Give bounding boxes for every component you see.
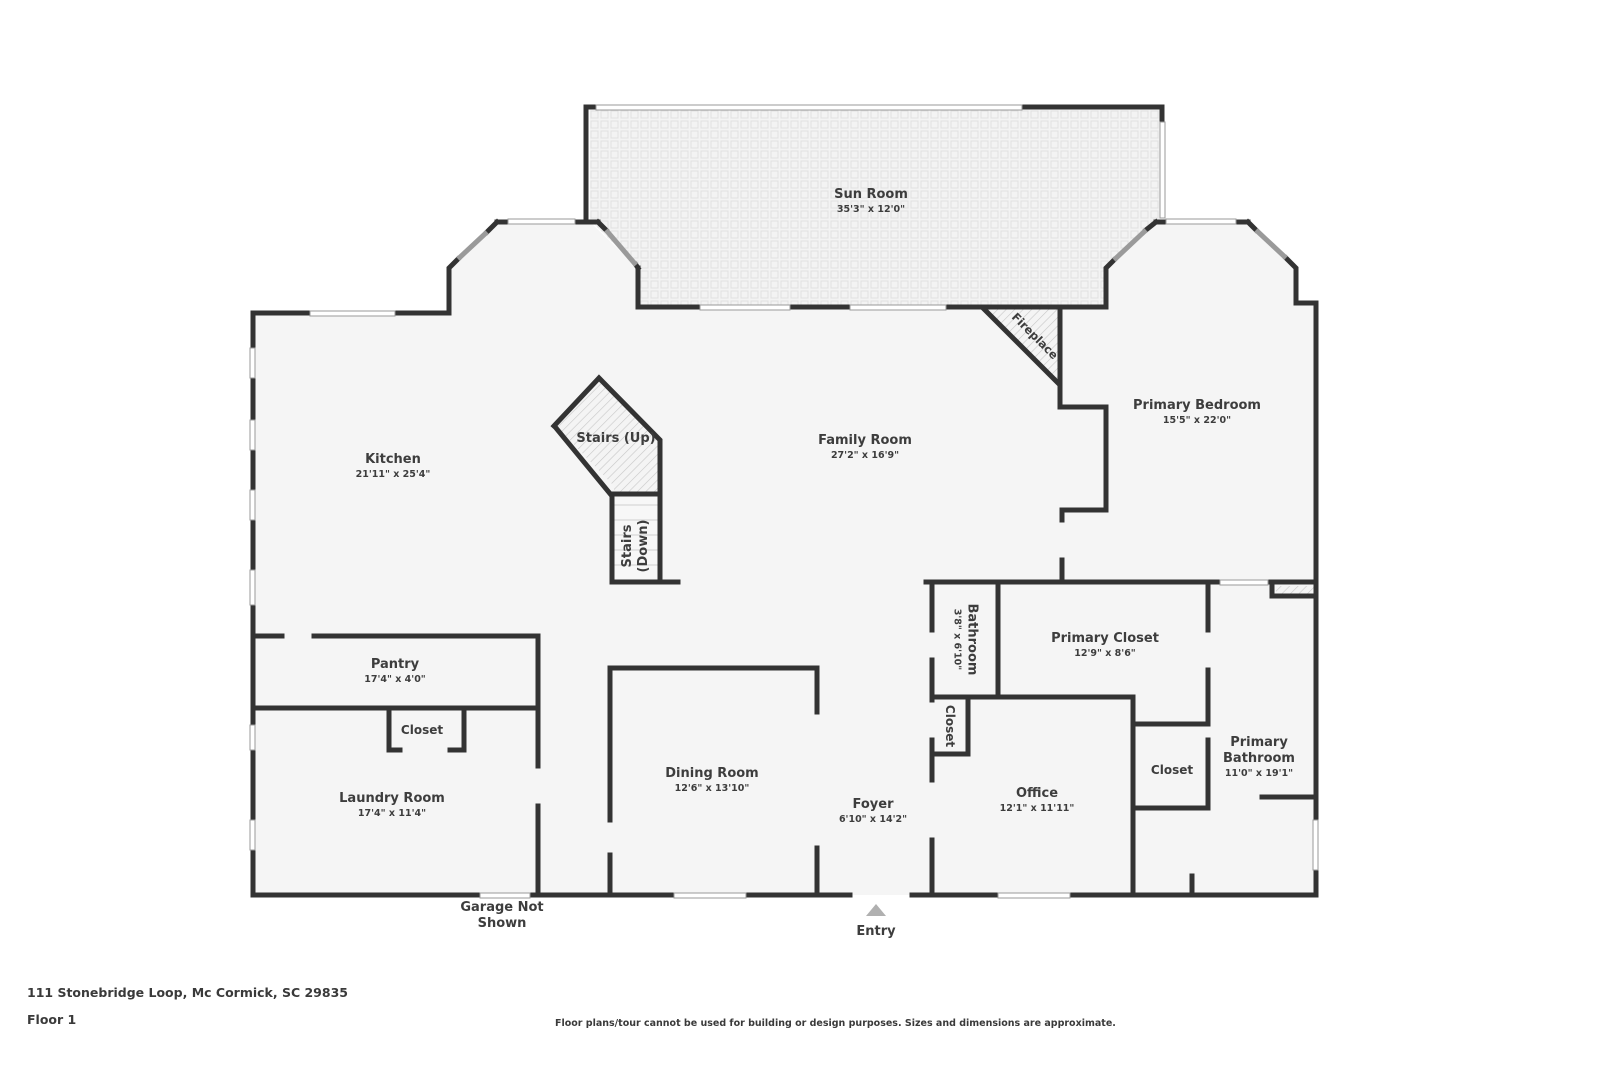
room-dims: 15'5" x 22'0"	[1162, 415, 1232, 426]
windows	[249, 104, 1319, 899]
room-kitchen: Kitchen 21'11" x 25'4"	[356, 452, 431, 481]
walls	[250, 104, 1319, 898]
room-name: Office	[1015, 786, 1059, 801]
garage-note: Garage Not Shown	[460, 900, 543, 932]
linen-hatch	[1276, 586, 1314, 594]
stairs-up-label: Stairs (Up)	[576, 431, 656, 446]
room-name: Dining Room	[665, 766, 759, 781]
room-office: Office 12'1" x 11'11"	[1000, 786, 1075, 815]
room-name: Primary Bedroom	[1133, 398, 1261, 413]
room-laundry-room: Laundry Room 17'4" x 11'4"	[339, 791, 445, 820]
room-dims: 11'0" x 19'1"	[1224, 768, 1294, 779]
stairs-down-treads	[614, 496, 658, 580]
stairs-up-hatch	[556, 380, 658, 494]
room-name: Primary Closet	[1051, 631, 1159, 646]
room-bathroom: Bathroom 3'8" x 6'10"	[951, 590, 980, 690]
room-primary-closet: Primary Closet 12'9" x 8'6"	[1051, 631, 1159, 660]
property-address: 111 Stonebridge Loop, Mc Cormick, SC 298…	[27, 985, 348, 1000]
room-name: Laundry Room	[339, 791, 445, 806]
stairs-down-line1: Stairs	[620, 524, 635, 568]
room-pantry: Pantry 17'4" x 4'0"	[364, 657, 426, 686]
room-family-room: Family Room 27'2" x 16'9"	[818, 433, 912, 462]
sun-room-floor	[590, 108, 1160, 305]
room-dining-room: Dining Room 12'6" x 13'10"	[665, 766, 758, 795]
room-name-line1: Primary	[1230, 735, 1288, 750]
entry-arrow-icon	[866, 904, 886, 916]
main-floor	[253, 222, 1316, 895]
room-dims: 35'3" x 12'0"	[836, 204, 906, 215]
laundry-closet-label: Closet	[400, 723, 444, 737]
room-name: Foyer	[852, 797, 894, 812]
room-dims: 12'9" x 8'6"	[1074, 648, 1136, 659]
entry-label: Entry	[856, 924, 896, 939]
garage-note-line1: Garage Not	[460, 900, 544, 915]
room-dims: 27'2" x 16'9"	[830, 450, 900, 461]
room-name-line2: Bathroom	[1223, 751, 1295, 766]
room-dims: 3'8" x 6'10"	[951, 608, 963, 671]
room-name: Pantry	[370, 657, 420, 672]
disclaimer: Floor plans/tour cannot be used for buil…	[555, 1018, 1116, 1029]
room-dims: 12'1" x 11'11"	[999, 803, 1075, 814]
room-sun-room: Sun Room 35'3" x 12'0"	[834, 187, 908, 216]
room-name: Kitchen	[365, 452, 421, 467]
room-primary-bathroom: Primary Bathroom 11'0" x 19'1"	[1223, 735, 1295, 780]
room-dims: 21'11" x 25'4"	[355, 469, 431, 480]
stairs-down-line2: (Down)	[636, 519, 651, 573]
hall-closet-label: Closet	[943, 704, 957, 748]
room-primary-bedroom: Primary Bedroom 15'5" x 22'0"	[1133, 398, 1261, 427]
stairs-down-label: Stairs (Down)	[620, 506, 652, 586]
room-dims: 17'4" x 11'4"	[357, 808, 427, 819]
bath-closet-label: Closet	[1150, 763, 1194, 777]
room-name: Bathroom	[964, 603, 980, 676]
floor-label: Floor 1	[27, 1012, 77, 1027]
garage-note-line2: Shown	[477, 916, 527, 931]
room-dims: 6'10" x 14'2"	[838, 814, 908, 825]
room-name: Sun Room	[834, 187, 908, 202]
room-dims: 12'6" x 13'10"	[674, 783, 750, 794]
room-name: Family Room	[818, 433, 912, 448]
room-dims: 17'4" x 4'0"	[364, 674, 426, 685]
room-foyer: Foyer 6'10" x 14'2"	[839, 797, 907, 826]
